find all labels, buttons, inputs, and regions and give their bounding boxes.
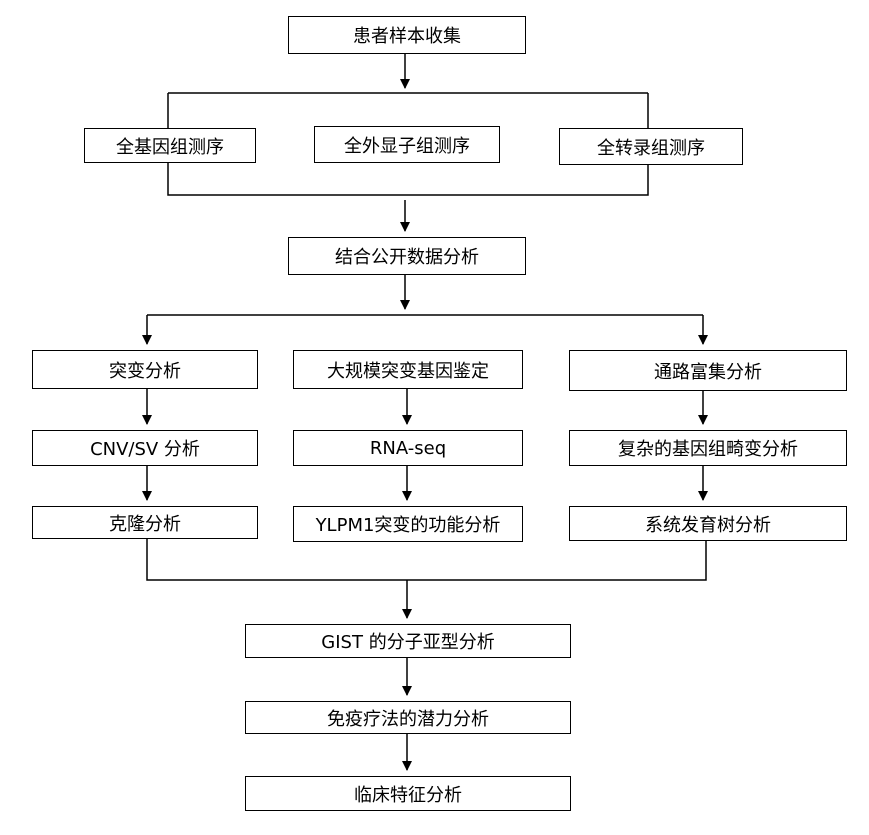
node-pathway: 通路富集分析 [569,350,847,391]
node-sample-collection: 患者样本收集 [288,16,526,54]
node-rna-seq: RNA-seq [293,430,523,466]
node-complex-variation: 复杂的基因组畸变分析 [569,430,847,466]
node-clonal: 克隆分析 [32,506,258,539]
sequencing-bracket [167,92,649,196]
node-ylpm1: YLPM1突变的功能分析 [293,506,523,542]
node-clinical: 临床特征分析 [245,776,571,811]
node-mutation: 突变分析 [32,350,258,389]
merge-line [146,539,707,581]
node-wgs: 全基因组测序 [84,128,256,163]
node-large-scale: 大规模突变基因鉴定 [293,350,523,389]
node-gist-subtype: GIST 的分子亚型分析 [245,624,571,658]
node-wts: 全转录组测序 [559,128,743,165]
node-wes: 全外显子组测序 [314,126,500,163]
node-phylogenetic: 系统发育树分析 [569,506,847,541]
node-public-data: 结合公开数据分析 [288,237,526,275]
node-cnv-sv: CNV/SV 分析 [32,430,258,466]
node-immunotherapy: 免疫疗法的潜力分析 [245,701,571,734]
